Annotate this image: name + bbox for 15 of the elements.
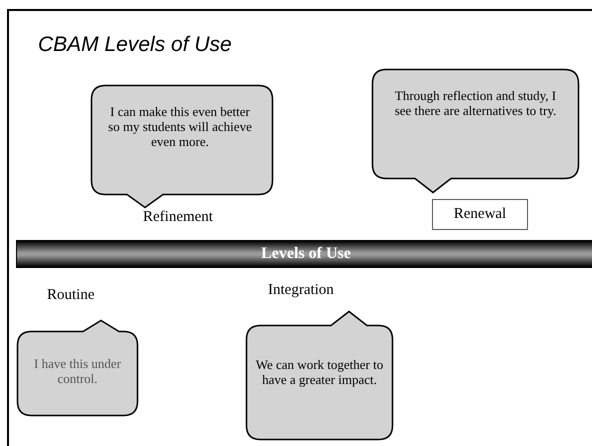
bubble-text: Through reflection and study, I see there are alternatives to try. [394, 88, 558, 118]
bubble-text: We can work together to have a greater impact. [254, 357, 384, 387]
level-name: Refinement [143, 209, 213, 226]
speech-bubble [90, 84, 274, 209]
level-name: Routine [47, 287, 94, 304]
level-name-box: Renewal [432, 199, 528, 230]
level-name: Integration [268, 282, 334, 299]
speech-bubble [371, 68, 580, 194]
speech-bubble [16, 319, 139, 417]
bubble-text: I can make this even better so my students will achieve even more. [108, 104, 252, 149]
slide-title: CBAM Levels of Use [38, 33, 232, 57]
banner-title: Levels of Use [260, 245, 352, 263]
banner-bar [16, 240, 592, 268]
speech-bubble [245, 310, 394, 441]
bubble-text: I have this under control. [32, 356, 122, 386]
